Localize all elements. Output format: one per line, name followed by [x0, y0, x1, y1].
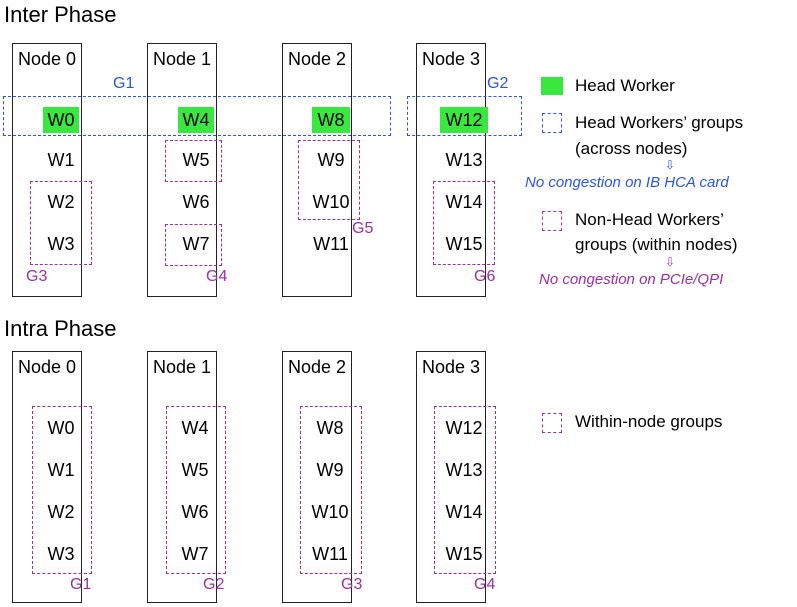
- nonhead-group-g6-box: [433, 181, 495, 265]
- inter-node-2: Node 2: [282, 43, 352, 297]
- worker: W0: [47, 418, 75, 438]
- worker: W6: [181, 502, 209, 522]
- node-label: Node 3: [421, 49, 481, 69]
- worker: W1: [47, 460, 75, 480]
- worker: W10: [312, 192, 350, 212]
- head-worker-w0: W0: [43, 107, 79, 133]
- nonhead-group-g4-box-b: [165, 224, 222, 266]
- inter-phase-title: Inter Phase: [4, 2, 117, 27]
- head-group-g2-box: [407, 96, 522, 136]
- worker: W9: [317, 150, 345, 170]
- intra-node-2: Node 2: [282, 351, 352, 603]
- worker: W11: [313, 234, 349, 254]
- legend-head-groups-2: (across nodes): [575, 139, 688, 158]
- worker: W9: [316, 460, 344, 480]
- intra-group-label-g3: G3: [341, 576, 363, 593]
- intra-group-label-g4: G4: [474, 576, 496, 593]
- head-worker-w12: W12: [440, 107, 488, 133]
- node-label: Node 1: [152, 49, 212, 69]
- worker: W13: [445, 460, 483, 480]
- worker: W5: [182, 150, 210, 170]
- worker: W2: [47, 192, 75, 212]
- group-label-g3: G3: [26, 268, 48, 285]
- worker: W14: [445, 192, 483, 212]
- legend-purple-group-swatch: [542, 211, 562, 231]
- legend-blue-group-swatch: [542, 113, 562, 133]
- worker: W15: [445, 544, 483, 564]
- intra-group-label-g1: G1: [70, 576, 92, 593]
- worker: W13: [445, 150, 483, 170]
- node-label: Node 2: [287, 49, 347, 69]
- intra-node-0: Node 0: [12, 351, 82, 603]
- legend-head-groups-1: Head Workers’ groups: [575, 113, 744, 132]
- down-arrow-icon: ⇩: [665, 158, 676, 172]
- head-worker-w4: W4: [178, 107, 214, 133]
- group-label-g4: G4: [206, 268, 228, 285]
- head-group-g1-box: [3, 96, 391, 136]
- inter-node-0: Node 0: [12, 43, 82, 297]
- worker: W7: [182, 234, 210, 254]
- legend-nonhead-2: groups (within nodes): [575, 235, 738, 254]
- intra-node-1: Node 1: [147, 351, 217, 603]
- node-label: Node 2: [287, 357, 347, 377]
- worker: W2: [47, 502, 75, 522]
- worker: W11: [312, 544, 348, 564]
- worker: W15: [445, 234, 483, 254]
- legend-nonhead-note: No congestion on PCIe/QPI: [539, 271, 724, 288]
- intra-group-g4-box: [434, 406, 496, 574]
- worker: W14: [445, 502, 483, 522]
- inter-node-1: Node 1: [147, 43, 217, 297]
- intra-group-g3-box: [300, 406, 362, 574]
- node-label: Node 0: [17, 49, 77, 69]
- worker: W10: [311, 502, 349, 522]
- worker: W5: [181, 460, 209, 480]
- node-label: Node 3: [421, 357, 481, 377]
- group-label-g1: G1: [113, 75, 135, 92]
- legend-nonhead-1: Non-Head Workers’: [575, 210, 724, 229]
- head-worker-swatch: [541, 77, 563, 95]
- down-arrow-icon: ⇩: [665, 255, 676, 269]
- legend-head-note: No congestion on IB HCA card: [525, 174, 729, 191]
- worker: W3: [47, 544, 75, 564]
- inter-node-3: Node 3: [416, 43, 486, 297]
- intra-node-3: Node 3: [416, 351, 486, 603]
- nonhead-group-g5-box: [298, 140, 360, 220]
- nonhead-group-g4-box-a: [165, 140, 222, 182]
- group-label-g6: G6: [474, 268, 496, 285]
- intra-phase-title: Intra Phase: [4, 316, 117, 341]
- head-worker-w8: W8: [312, 107, 350, 133]
- worker: W12: [445, 418, 483, 438]
- group-label-g5: G5: [352, 220, 374, 237]
- worker: W3: [47, 234, 75, 254]
- legend-head-worker: Head Worker: [575, 76, 675, 95]
- worker: W6: [182, 192, 210, 212]
- group-label-g2: G2: [487, 75, 509, 92]
- worker: W7: [181, 544, 209, 564]
- worker: W4: [181, 418, 209, 438]
- nonhead-group-g3-box: [30, 181, 92, 265]
- node-label: Node 0: [17, 357, 77, 377]
- legend-within-node-swatch: [542, 413, 562, 433]
- node-label: Node 1: [152, 357, 212, 377]
- intra-group-g2-box: [166, 406, 226, 574]
- worker: W8: [316, 418, 344, 438]
- intra-group-g1-box: [32, 406, 92, 574]
- intra-group-label-g2: G2: [203, 576, 225, 593]
- worker: W1: [47, 150, 75, 170]
- legend-within-node: Within-node groups: [575, 412, 723, 431]
